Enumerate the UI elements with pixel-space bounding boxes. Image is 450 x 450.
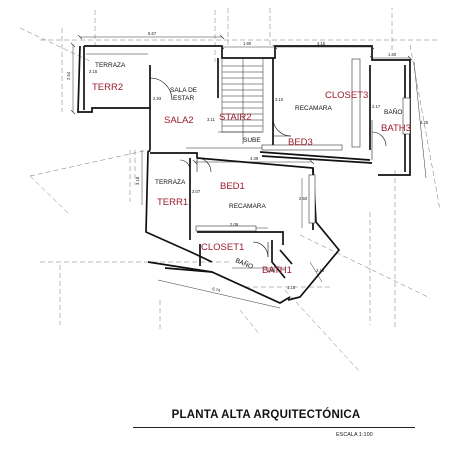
sala2-tag: SALA2 [164, 115, 194, 126]
dim-top-right-a: 4.15 [317, 41, 326, 46]
terr1-tag: TERR1 [157, 197, 188, 208]
dim-top-mid: 1.90 [243, 41, 252, 46]
terr2-name: TERRAZA [95, 62, 126, 69]
dim-right-overall: 4.26 [420, 120, 429, 125]
sheet-title: PLANTA ALTA ARQUITECTÓNICA [171, 409, 361, 421]
dim-bed1-right: 2.60 [299, 196, 308, 201]
dim-bath1-small: 1.15 [287, 285, 296, 290]
title-underline [133, 427, 415, 428]
dim-left-terr1: 3.18 [135, 176, 140, 185]
dim-stair-h: 3.11 [207, 117, 216, 122]
sube-label: SUBE [243, 137, 261, 144]
bed1-name: RECAMARA [229, 203, 267, 210]
door-swings [149, 77, 387, 258]
dim-closet1-w: 2.09 [230, 222, 239, 227]
dim-terr1-h: 3.07 [192, 189, 201, 194]
closet1-tag: CLOSET1 [201, 242, 244, 253]
bed3-tag: BED3 [288, 137, 313, 148]
sala2-name-a: SALA DE [170, 87, 198, 94]
stair2-tag: STAIR2 [219, 112, 252, 123]
dim-top-overall: 5.67 [148, 31, 157, 36]
construction-lines [19, 8, 441, 373]
closet3-tag: CLOSET3 [325, 90, 368, 101]
bath1-name: BAÑO [234, 256, 254, 271]
dim-closet3-h: 2.17 [372, 104, 381, 109]
bath3-tag: BATH3 [381, 123, 411, 134]
terr2-tag: TERR2 [92, 82, 123, 93]
dim-bed1-width: 4.39 [250, 156, 259, 161]
bath3-name: BAÑO [384, 107, 402, 116]
bath1-tag: BATH1 [262, 265, 292, 276]
windows [195, 58, 411, 232]
dim-sala-h: 2.93 [153, 96, 162, 101]
dim-terr2-width: 2.15 [89, 69, 98, 74]
dim-bath1-w: 1.65 [267, 268, 276, 273]
dim-bath1-right: 2.18 [316, 268, 325, 273]
terr1-name: TERRAZA [155, 179, 186, 186]
dim-bed3-h: 3.10 [275, 97, 284, 102]
scale-label: ESCALA 1:100 [336, 432, 373, 438]
dimension-ticks [70, 34, 413, 165]
bed1-tag: BED1 [220, 181, 245, 192]
dim-top-right-b: 1.60 [388, 52, 397, 57]
dim-bottom-diag: 6.74 [212, 286, 222, 293]
bed3-name: RECAMARA [295, 105, 333, 112]
stair [221, 57, 264, 144]
dim-left-terr2: 2.64 [66, 71, 71, 80]
sala2-name-b: ESTAR [173, 95, 194, 102]
